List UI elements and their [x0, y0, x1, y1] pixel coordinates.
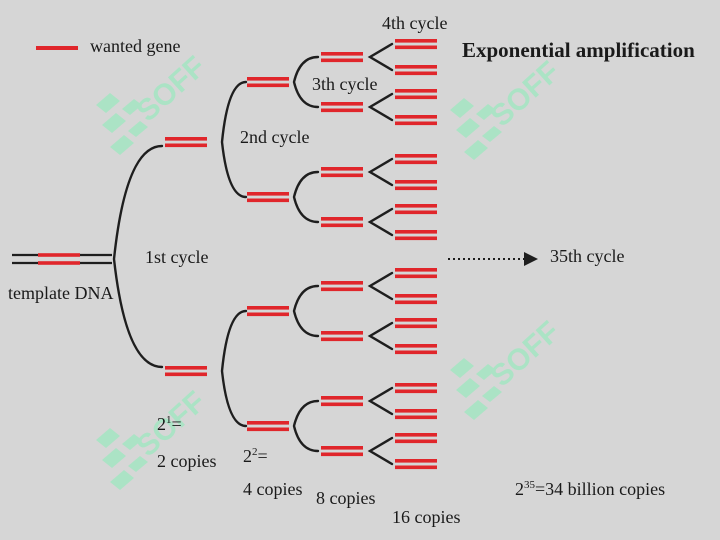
- dna-pair-cycle-1: [165, 137, 207, 148]
- cycle-35-label: 35th cycle: [550, 246, 625, 266]
- formula-equals: =: [257, 446, 268, 466]
- watermark-logo-icon: SOFF: [450, 55, 566, 160]
- dna-pair-cycle-3: [321, 281, 363, 292]
- fork-cycle-1: [112, 144, 164, 369]
- formula-exponent: 1: [166, 414, 172, 426]
- cycle-2-label: 2nd cycle: [240, 127, 310, 147]
- copies-cycle-35-formula: 235=34 billion copies: [515, 479, 666, 499]
- fork-cycle-4: [367, 386, 394, 416]
- fork-cycle-2: [220, 80, 248, 199]
- dna-pair-cycle-2: [247, 77, 289, 88]
- dna-pair-cycle-4: [395, 204, 437, 215]
- dna-pair-cycle-2: [247, 192, 289, 203]
- dna-pair-cycle-4: [395, 294, 437, 305]
- watermark-logo-icon: SOFF: [96, 385, 212, 490]
- fork-cycle-4: [367, 207, 394, 237]
- template-dna: [12, 253, 112, 265]
- watermark-text: SOFF: [485, 55, 567, 133]
- copies-cycle-1-count: 2 copies: [157, 451, 217, 471]
- dna-pair-cycle-4: [395, 65, 437, 76]
- legend-label: wanted gene: [90, 36, 181, 56]
- formula-equals: =: [171, 414, 182, 434]
- watermark-text: SOFF: [131, 50, 213, 128]
- fork-cycle-2: [220, 309, 248, 428]
- fork-cycle-3: [292, 170, 320, 224]
- copies-cycle-1-formula: 21=: [157, 414, 182, 434]
- dotted-arrow-icon: [448, 252, 538, 266]
- formula-exponent: 35: [524, 479, 535, 491]
- fork-cycle-4: [367, 92, 394, 122]
- copies-cycle-2-formula: 22=: [243, 446, 268, 466]
- dna-copies: [12, 39, 437, 470]
- watermark-logo-icon: SOFF: [450, 315, 566, 420]
- cycle-3-label: 3th cycle: [312, 74, 378, 94]
- watermark-text: SOFF: [485, 315, 567, 393]
- dna-pair-cycle-4: [395, 115, 437, 126]
- dna-pair-cycle-4: [395, 318, 437, 329]
- copies-cycle-3-count: 8 copies: [316, 488, 376, 508]
- cycle-1-label: 1st cycle: [145, 247, 209, 267]
- fork-cycle-3: [292, 399, 320, 453]
- fork-cycle-4: [367, 321, 394, 351]
- page-title: Exponential amplification: [462, 38, 695, 62]
- dna-pair-cycle-4: [395, 180, 437, 191]
- dna-pair-cycle-2: [247, 421, 289, 432]
- formula-base: 2: [157, 414, 166, 434]
- fork-cycle-3: [292, 55, 320, 109]
- dna-pair-cycle-4: [395, 409, 437, 420]
- formula-exponent: 2: [252, 446, 258, 458]
- dna-pair-cycle-4: [395, 433, 437, 444]
- dna-pair-cycle-2: [247, 306, 289, 317]
- dna-pair-cycle-4: [395, 459, 437, 470]
- dna-pair-cycle-3: [321, 102, 363, 113]
- fork-cycle-4: [367, 42, 394, 72]
- branch-lines: [112, 42, 394, 466]
- dna-pair-cycle-4: [395, 383, 437, 394]
- fork-cycle-4: [367, 157, 394, 187]
- formula-equals: =34 billion copies: [535, 479, 666, 499]
- cycle-4-label: 4th cycle: [382, 13, 448, 33]
- dna-pair-cycle-3: [321, 167, 363, 178]
- fork-cycle-4: [367, 436, 394, 466]
- dna-pair-cycle-3: [321, 217, 363, 228]
- copies-cycle-4-count: 16 copies: [392, 507, 461, 527]
- formula-base: 2: [243, 446, 252, 466]
- dna-pair-cycle-3: [321, 331, 363, 342]
- copies-cycle-2-count: 4 copies: [243, 479, 303, 499]
- dna-pair-cycle-4: [395, 89, 437, 100]
- dna-pair-cycle-4: [395, 39, 437, 50]
- template-dna-label: template DNA: [8, 283, 114, 303]
- dna-pair-cycle-4: [395, 344, 437, 355]
- fork-cycle-4: [367, 271, 394, 301]
- dna-pair-cycle-4: [395, 268, 437, 279]
- dna-pair-cycle-3: [321, 396, 363, 407]
- dna-pair-cycle-4: [395, 230, 437, 241]
- dna-pair-cycle-4: [395, 154, 437, 165]
- dna-pair-cycle-3: [321, 52, 363, 63]
- dna-pair-cycle-1: [165, 366, 207, 377]
- dna-pair-cycle-3: [321, 446, 363, 457]
- legend-gene-swatch: [36, 46, 78, 50]
- fork-cycle-3: [292, 284, 320, 338]
- formula-base: 2: [515, 479, 524, 499]
